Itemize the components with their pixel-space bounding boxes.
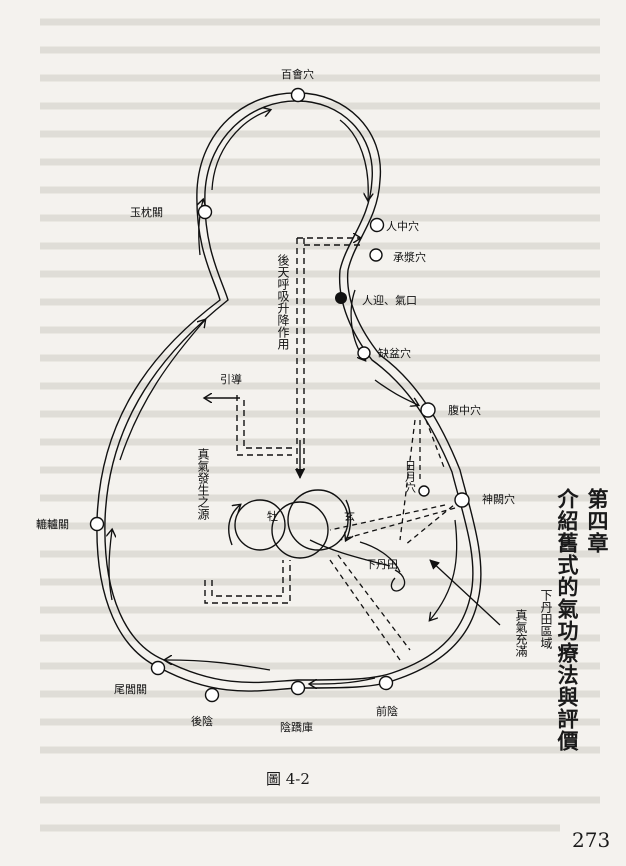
label-baihui: 百會穴 bbox=[281, 67, 314, 81]
point-yuzhen bbox=[197, 204, 213, 220]
chapter-heading: 介紹舊式的氣功療法與評價 bbox=[555, 488, 580, 752]
point-chengjiang bbox=[369, 248, 383, 262]
point-weilu bbox=[150, 660, 166, 676]
label-weilu: 尾閭關 bbox=[114, 683, 147, 696]
outer-meridian-loop bbox=[96, 92, 482, 692]
point-riyue bbox=[418, 485, 430, 497]
label-region: 下丹田區域 bbox=[539, 589, 553, 649]
point-shenque bbox=[454, 492, 470, 508]
point-qianyin bbox=[378, 675, 394, 691]
point-fuzhong bbox=[420, 402, 436, 418]
label-mu: 牡 bbox=[267, 509, 278, 523]
label-houtian: 後天呼吸升降作用 bbox=[276, 254, 290, 351]
label-xuan: 玄 bbox=[344, 509, 355, 523]
label-yindao: 引導 bbox=[220, 372, 242, 386]
label-yinqiaoku: 陰蹻庫 bbox=[280, 720, 313, 734]
label-houyin: 後陰 bbox=[191, 714, 213, 728]
point-quepen bbox=[357, 346, 371, 360]
label-renzhong: 人中穴 bbox=[386, 219, 419, 233]
label-qianyin: 前陰 bbox=[376, 704, 398, 718]
label-fuzhong: 腹中穴 bbox=[448, 403, 481, 417]
chapter-title: 第四章 介紹舊式的氣功療法與評價 bbox=[555, 488, 612, 752]
label-zhenqi-source: 真氣發生之源 bbox=[196, 448, 210, 521]
page-number: 273 bbox=[572, 828, 611, 852]
point-yinqiaoku bbox=[290, 680, 306, 696]
label-quepen: 缺盆穴 bbox=[378, 346, 411, 360]
label-chengjiang: 承漿穴 bbox=[393, 250, 426, 264]
point-houyin bbox=[204, 687, 220, 703]
point-renzhong bbox=[369, 217, 385, 233]
label-xiadantian: 下丹田 bbox=[365, 558, 398, 571]
point-renying bbox=[335, 292, 347, 304]
label-riyue: 日月穴 bbox=[404, 460, 417, 493]
label-lulu: 轆轤關 bbox=[36, 517, 69, 531]
label-yuzhen: 玉枕關 bbox=[130, 205, 163, 219]
figure-caption: 圖 4-2 bbox=[266, 770, 310, 788]
label-shenque: 神闕穴 bbox=[482, 492, 515, 506]
label-renying: 人迎、氣口 bbox=[362, 293, 417, 307]
point-lulu bbox=[89, 516, 105, 532]
point-baihui bbox=[290, 87, 306, 103]
chapter-number: 第四章 bbox=[585, 488, 610, 554]
label-zhenqi-full: 真氣充滿 bbox=[514, 609, 528, 657]
